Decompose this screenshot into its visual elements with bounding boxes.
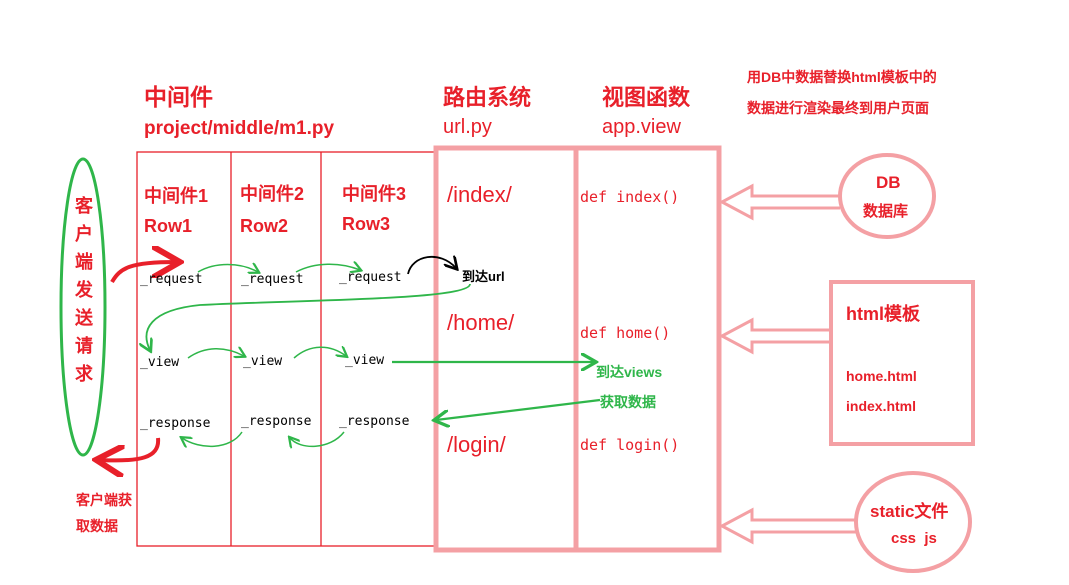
middleware-3-row: Row3: [342, 214, 391, 234]
routing-box: [433, 145, 579, 553]
db-subtitle: 数据库: [863, 203, 909, 220]
static-arrow: [718, 507, 857, 545]
response-label-2: _response: [241, 414, 312, 429]
views-title: 视图函数: [602, 85, 691, 110]
client-ellipse: [59, 157, 107, 457]
client-receive-line1: 客户端获: [76, 492, 132, 508]
response-arrow-1: [290, 431, 345, 446]
request-label-3: _request: [339, 270, 402, 285]
template-file-index: index.html: [846, 398, 917, 414]
middleware-path: project/middle/m1.py: [144, 118, 335, 139]
views-box: [573, 145, 722, 553]
def-login: def login(): [580, 436, 680, 454]
db-arrow: [718, 183, 840, 221]
route-login: /login/: [447, 432, 506, 457]
middleware-1-name: 中间件1: [144, 186, 209, 206]
view-label-2: _view: [243, 354, 283, 369]
view-label-3: _view: [345, 353, 385, 368]
db-title: DB: [876, 173, 901, 192]
route-home: /home/: [447, 310, 515, 335]
view-arrow-1: [187, 349, 244, 359]
view-arrow-2: [293, 347, 346, 359]
db-circle: [838, 153, 936, 239]
middleware-2-name: 中间件2: [240, 184, 305, 204]
static-title: static文件: [870, 502, 949, 521]
request-arrow-1: [197, 265, 258, 273]
route-index: /index/: [447, 182, 512, 207]
view-label-1: _view: [140, 355, 180, 370]
response-label-3: _response: [339, 414, 410, 429]
response-arrow-2: [182, 431, 243, 446]
def-home: def home(): [580, 324, 671, 342]
middleware-1-row: Row1: [144, 216, 193, 236]
middleware-table: [136, 151, 436, 547]
template-title: html模板: [846, 304, 920, 324]
routing-file: url.py: [443, 116, 492, 138]
response-label-1: _response: [140, 416, 211, 431]
middleware-3-name: 中间件3: [342, 184, 407, 204]
template-file-home: home.html: [846, 368, 917, 384]
client-label: 客 户 端 发 送 请 求: [75, 196, 93, 384]
template-arrow: [718, 317, 829, 355]
routing-title: 路由系统: [443, 85, 532, 110]
render-note-line1: 用DB中数据替换html模板中的: [747, 69, 937, 85]
to-views-label: 到达views: [596, 364, 663, 380]
render-note-line2: 数据进行渲染最终到用户页面: [747, 100, 929, 116]
template-box: [829, 280, 975, 446]
to-url-label: 到达url: [462, 269, 505, 284]
request-label-2: _request: [241, 272, 304, 287]
static-subtitle: css js: [891, 530, 937, 547]
def-index: def index(): [580, 188, 680, 206]
response-to-client-arrow: [100, 437, 161, 460]
url-to-view-curve: [147, 283, 471, 350]
client-receive-line2: 取数据: [76, 518, 118, 534]
request-label-1: _request: [140, 272, 203, 287]
get-data-label: 获取数据: [600, 394, 656, 410]
data-to-response-arrow: [436, 398, 601, 420]
request-arrow-2: [295, 264, 360, 272]
client-to-request-arrow: [110, 262, 176, 284]
middleware-title: 中间件: [144, 84, 213, 110]
middleware-2-row: Row2: [240, 216, 289, 236]
to-url-arrow: [407, 257, 456, 275]
static-circle: [854, 471, 972, 573]
views-file: app.view: [602, 116, 681, 138]
